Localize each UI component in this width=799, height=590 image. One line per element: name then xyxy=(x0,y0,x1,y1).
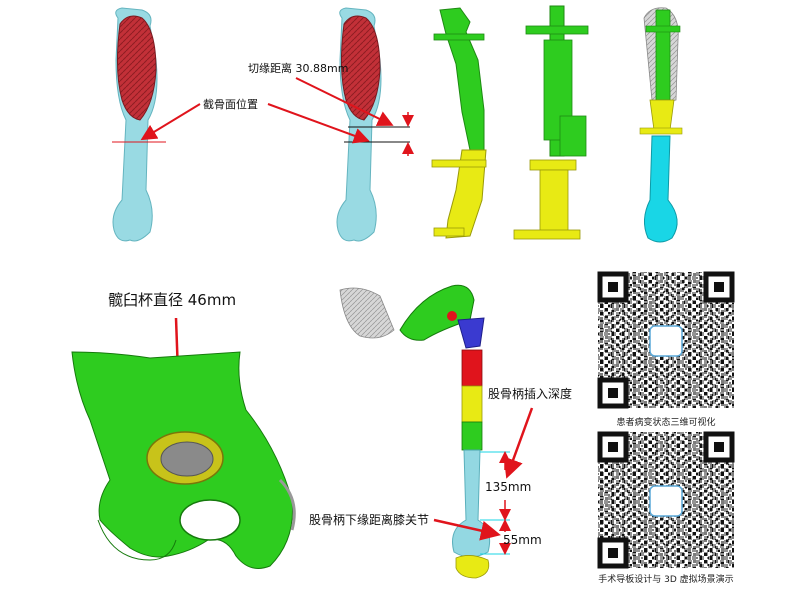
pelvis-acetabulum-model xyxy=(71,351,296,569)
qr-logo xyxy=(649,325,683,357)
depth-value: 135mm xyxy=(485,480,531,494)
prosthesis-pelvis-model xyxy=(339,284,511,579)
knee-value: 55mm xyxy=(503,533,542,547)
acetabular-cup xyxy=(160,441,214,477)
femur-model-2 xyxy=(336,7,414,242)
distal-femur xyxy=(452,449,491,558)
femur-model-1 xyxy=(112,7,166,242)
guide-on-bone-model xyxy=(639,7,683,243)
osteotomy-plane-label: 截骨面位置 xyxy=(203,97,258,111)
cut-distance-arrow xyxy=(295,77,394,126)
qr-logo xyxy=(649,485,683,517)
qr-code-1[interactable] xyxy=(597,271,735,409)
stem-to-knee-label: 股骨柄下缘距离膝关节 xyxy=(309,512,429,527)
qr-caption-2: 手术导板设计与 3D 虚拟场景演示 xyxy=(598,573,733,585)
segment-yellow xyxy=(461,385,483,423)
qr-caption-1: 患者病变状态三维可视化 xyxy=(616,416,715,428)
stem-to-knee-arrow xyxy=(433,518,501,541)
osteotomy-arrow-right xyxy=(267,103,370,144)
stem-depth-label: 股骨柄插入深度 xyxy=(488,386,572,401)
qr-code-2[interactable] xyxy=(597,431,735,569)
segment-red xyxy=(461,349,483,387)
stem-depth-arrow xyxy=(503,407,534,479)
cup-diameter-label: 髋臼杯直径 46mm xyxy=(108,291,236,309)
surgical-guide-front-view xyxy=(513,5,589,240)
osteotomy-arrow-left xyxy=(140,103,201,141)
surgical-guide-side-view xyxy=(431,7,487,239)
segment-green xyxy=(461,421,483,451)
tumor-volume xyxy=(116,15,157,121)
tumor-volume xyxy=(340,15,381,121)
cut-distance-label: 切缘距离 30.88mm xyxy=(248,61,348,75)
obturator-foramen xyxy=(179,499,241,541)
